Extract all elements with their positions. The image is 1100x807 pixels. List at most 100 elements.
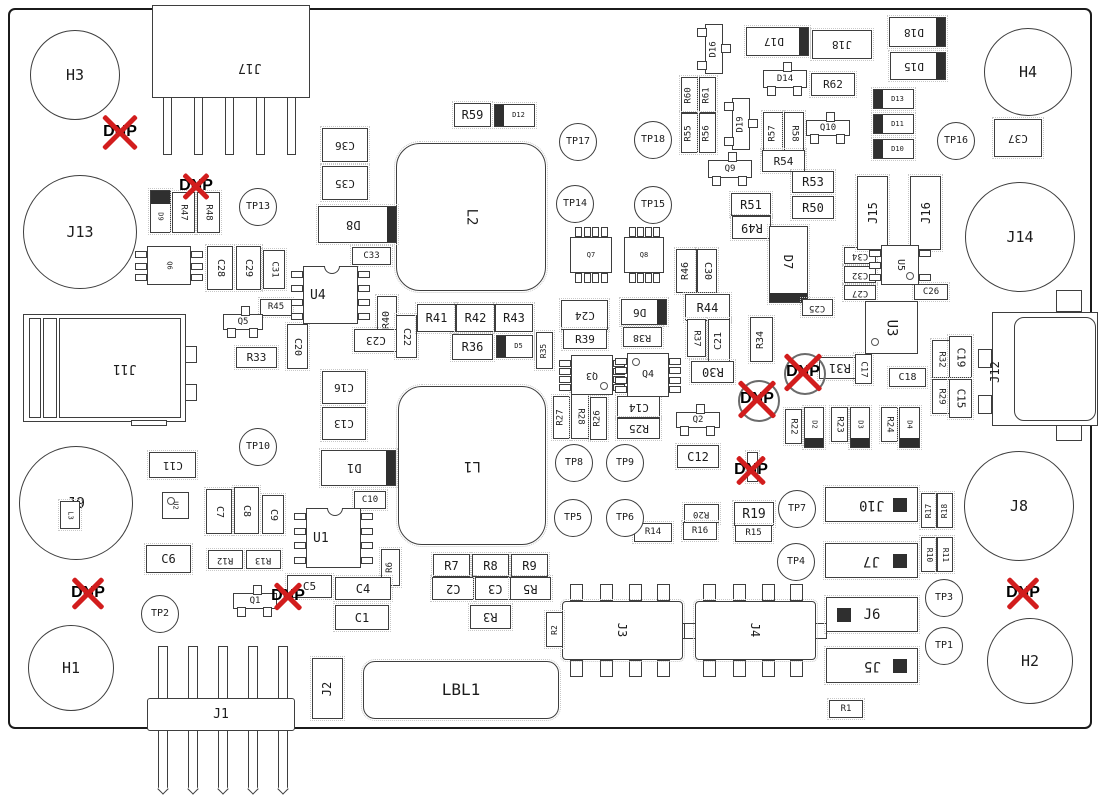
sot-leg — [810, 134, 819, 144]
component-label: R34 — [755, 330, 767, 349]
component-label: D5 — [514, 342, 523, 350]
component-R19: R19 — [731, 499, 777, 529]
component-C36: C36 — [319, 125, 371, 165]
component-J10: J10 — [822, 484, 921, 525]
dnp-marker: DNP — [727, 369, 787, 429]
component-C25: C25 — [799, 296, 836, 319]
connector-j12-inner — [1014, 317, 1096, 421]
component-R60: R60 — [678, 74, 701, 116]
dnp-circle — [738, 380, 780, 422]
testpoint-label: TP4 — [786, 556, 806, 567]
connector-j11-bar — [29, 318, 41, 418]
ic-pin — [559, 368, 571, 375]
component-label: C33 — [363, 250, 380, 261]
component-J6: J6 — [823, 594, 921, 635]
polarity-mark — [900, 438, 919, 447]
component-R37: R37 — [684, 316, 709, 360]
component-label: R43 — [503, 311, 525, 325]
testpoint-TP3: TP3 — [925, 579, 963, 617]
pin1-square — [893, 658, 907, 673]
connector-j1-pin — [188, 646, 198, 699]
component-label: R22 — [789, 418, 800, 435]
component-C19: C19 — [946, 333, 975, 381]
component-label: R38 — [633, 332, 652, 343]
component-label: R12 — [217, 555, 234, 565]
component-label: R5 — [523, 581, 538, 596]
ic-pin — [361, 527, 373, 535]
component-R15: R15 — [732, 522, 775, 545]
component-label: R30 — [701, 365, 724, 379]
component-R25: R25 — [614, 415, 663, 442]
component-C18: C18 — [886, 365, 929, 390]
testpoint-label: TP16 — [943, 135, 969, 146]
component-C7: C7 — [203, 486, 235, 537]
label-plate-LBL1: LBL1 — [360, 658, 562, 722]
ic-pin — [191, 262, 203, 270]
component-R38: R38 — [620, 324, 665, 350]
ic-pin — [361, 542, 373, 550]
component-R5: R5 — [507, 574, 554, 603]
component-label: C4 — [355, 581, 371, 596]
ic-pin — [869, 250, 881, 257]
component-C22: C22 — [393, 312, 420, 361]
ic-body: Q8 — [624, 237, 664, 273]
testpoint-TP4: TP4 — [777, 543, 815, 581]
component-label: C18 — [898, 371, 917, 383]
testpoint-label: TP5 — [563, 512, 583, 523]
component-label: R39 — [575, 332, 595, 346]
pin1-dot — [600, 382, 608, 390]
connector-j17-pin — [256, 97, 265, 155]
component-label: R57 — [767, 124, 778, 142]
component-C20: C20 — [284, 321, 311, 372]
component-label: R49 — [740, 220, 763, 235]
component-D3: D3 — [847, 404, 873, 451]
component-R29: R29 — [929, 376, 953, 417]
component-R42: R42 — [453, 301, 498, 335]
component-label: D11 — [891, 119, 904, 128]
component-label: D18 — [903, 25, 924, 39]
component-label: Q8 — [639, 250, 649, 259]
ic-body: Q7 — [570, 237, 612, 273]
label-plate-text: LBL1 — [441, 680, 481, 699]
testpoint-label: TP13 — [245, 201, 271, 212]
connector-j4-pin — [733, 660, 746, 677]
component-label: R18 — [940, 503, 950, 518]
component-label: U2 — [172, 501, 180, 510]
connector-j1-body — [147, 698, 295, 731]
connector-j1-pin — [248, 646, 258, 699]
connector-j4-pin — [790, 660, 803, 677]
polarity-mark — [936, 53, 945, 79]
component-label: D19 — [735, 115, 746, 133]
ic-pin — [592, 273, 600, 283]
component-label: C20 — [292, 337, 304, 356]
component-U1: U1 — [294, 508, 373, 568]
component-Q5: Q5 — [223, 306, 263, 338]
connector-j17-pin — [287, 97, 296, 155]
sot-leg — [826, 112, 835, 122]
component-label: C5 — [302, 580, 317, 593]
testpoint-label: TP2 — [150, 608, 170, 619]
component-label: D17 — [763, 35, 784, 48]
component-C3: C3 — [472, 574, 518, 603]
component-R22: R22 — [782, 406, 805, 447]
component-C2: C2 — [429, 574, 477, 603]
connector-j3-body — [559, 598, 686, 663]
component-R32: R32 — [929, 337, 953, 381]
sot-leg — [249, 328, 258, 338]
component-label: R3 — [483, 610, 498, 624]
component-label: C22 — [401, 327, 413, 346]
component-D4: D4 — [896, 404, 923, 451]
sot-leg — [836, 134, 845, 144]
connector-j12-tab — [978, 395, 992, 414]
component-label: C32 — [851, 270, 869, 280]
testpoint-TP18: TP18 — [634, 121, 672, 159]
component-C10: C10 — [351, 488, 389, 512]
component-label: R14 — [644, 527, 662, 537]
component-label: R32 — [936, 350, 947, 368]
testpoint-label: TP10 — [245, 441, 271, 452]
component-L3: L3 — [57, 498, 83, 532]
component-D2: D2 — [801, 404, 827, 451]
component-label: R61 — [702, 86, 713, 104]
sot-leg — [227, 328, 236, 338]
component-R24: R24 — [878, 404, 901, 445]
